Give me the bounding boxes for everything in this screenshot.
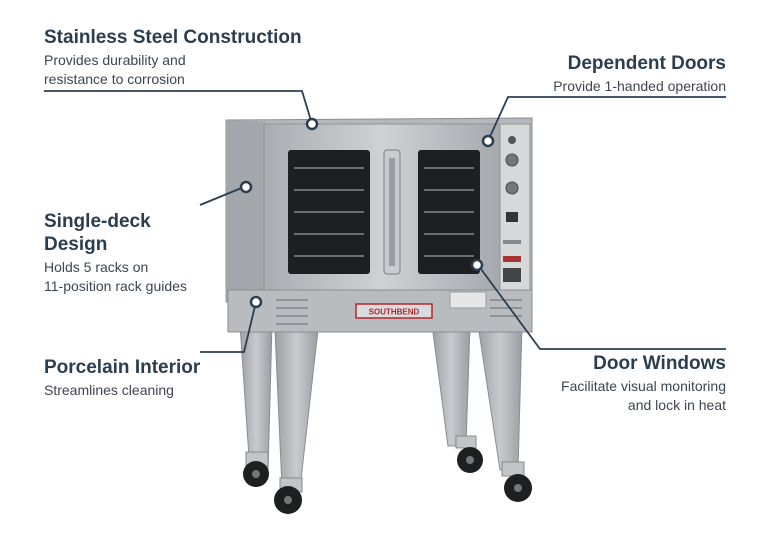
callout-title: Dependent Doors (567, 53, 726, 74)
callout-description: Provide 1-handed operation (553, 78, 726, 94)
oven-legs (239, 324, 523, 489)
callout-title: Single-deck Design (44, 211, 151, 255)
svg-text:SOUTHBEND: SOUTHBEND (369, 308, 420, 317)
brand-badge: SOUTHBEND (355, 303, 433, 319)
oven-casters (243, 435, 532, 514)
callout-description: Provides durability and resistance to co… (44, 52, 186, 87)
callout-description: Streamlines cleaning (44, 382, 174, 398)
anchor-dots (239, 117, 495, 309)
leader-lines (44, 90, 726, 353)
callout-title: Door Windows (593, 353, 726, 374)
callout-description: Holds 5 racks on 11-position rack guides (44, 259, 187, 294)
callout-door-windows: Door Windows Facilitate visual monitorin… (561, 352, 726, 415)
callout-title: Porcelain Interior (44, 357, 201, 378)
callout-single-deck: Single-deck Design Holds 5 racks on 11-p… (44, 210, 187, 296)
callout-stainless-steel: Stainless Steel Construction Provides du… (44, 26, 302, 89)
callout-dependent-doors: Dependent Doors Provide 1-handed operati… (553, 52, 726, 96)
callout-title: Stainless Steel Construction (44, 27, 302, 48)
callout-porcelain-interior: Porcelain Interior Streamlines cleaning (44, 356, 200, 400)
oven-body (225, 117, 533, 333)
callout-description: Facilitate visual monitoring and lock in… (561, 378, 726, 413)
